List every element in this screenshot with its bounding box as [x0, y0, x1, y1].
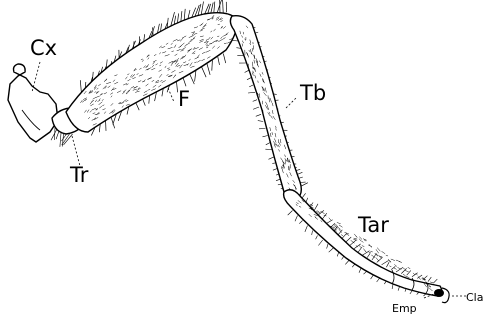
empodium-pad: [434, 289, 444, 297]
femur-leader: [168, 88, 174, 102]
coxa-knob: [14, 64, 26, 72]
tibia-leader: [286, 98, 296, 108]
tarsus-segment: [284, 190, 442, 296]
label-coxa: Cx: [30, 36, 57, 60]
label-femur: F: [178, 87, 190, 111]
label-tarsus: Tar: [357, 213, 389, 237]
trochanter-leader: [72, 136, 80, 166]
femur-segment: [66, 13, 237, 132]
label-trochanter: Tr: [69, 163, 89, 187]
label-claw: Cla: [466, 291, 483, 304]
coxa-segment: [8, 68, 58, 142]
label-tibia: Tb: [299, 81, 326, 105]
label-empodium: Emp: [392, 302, 417, 315]
tibia-segment: [230, 16, 301, 201]
claw-shape: [442, 288, 449, 303]
